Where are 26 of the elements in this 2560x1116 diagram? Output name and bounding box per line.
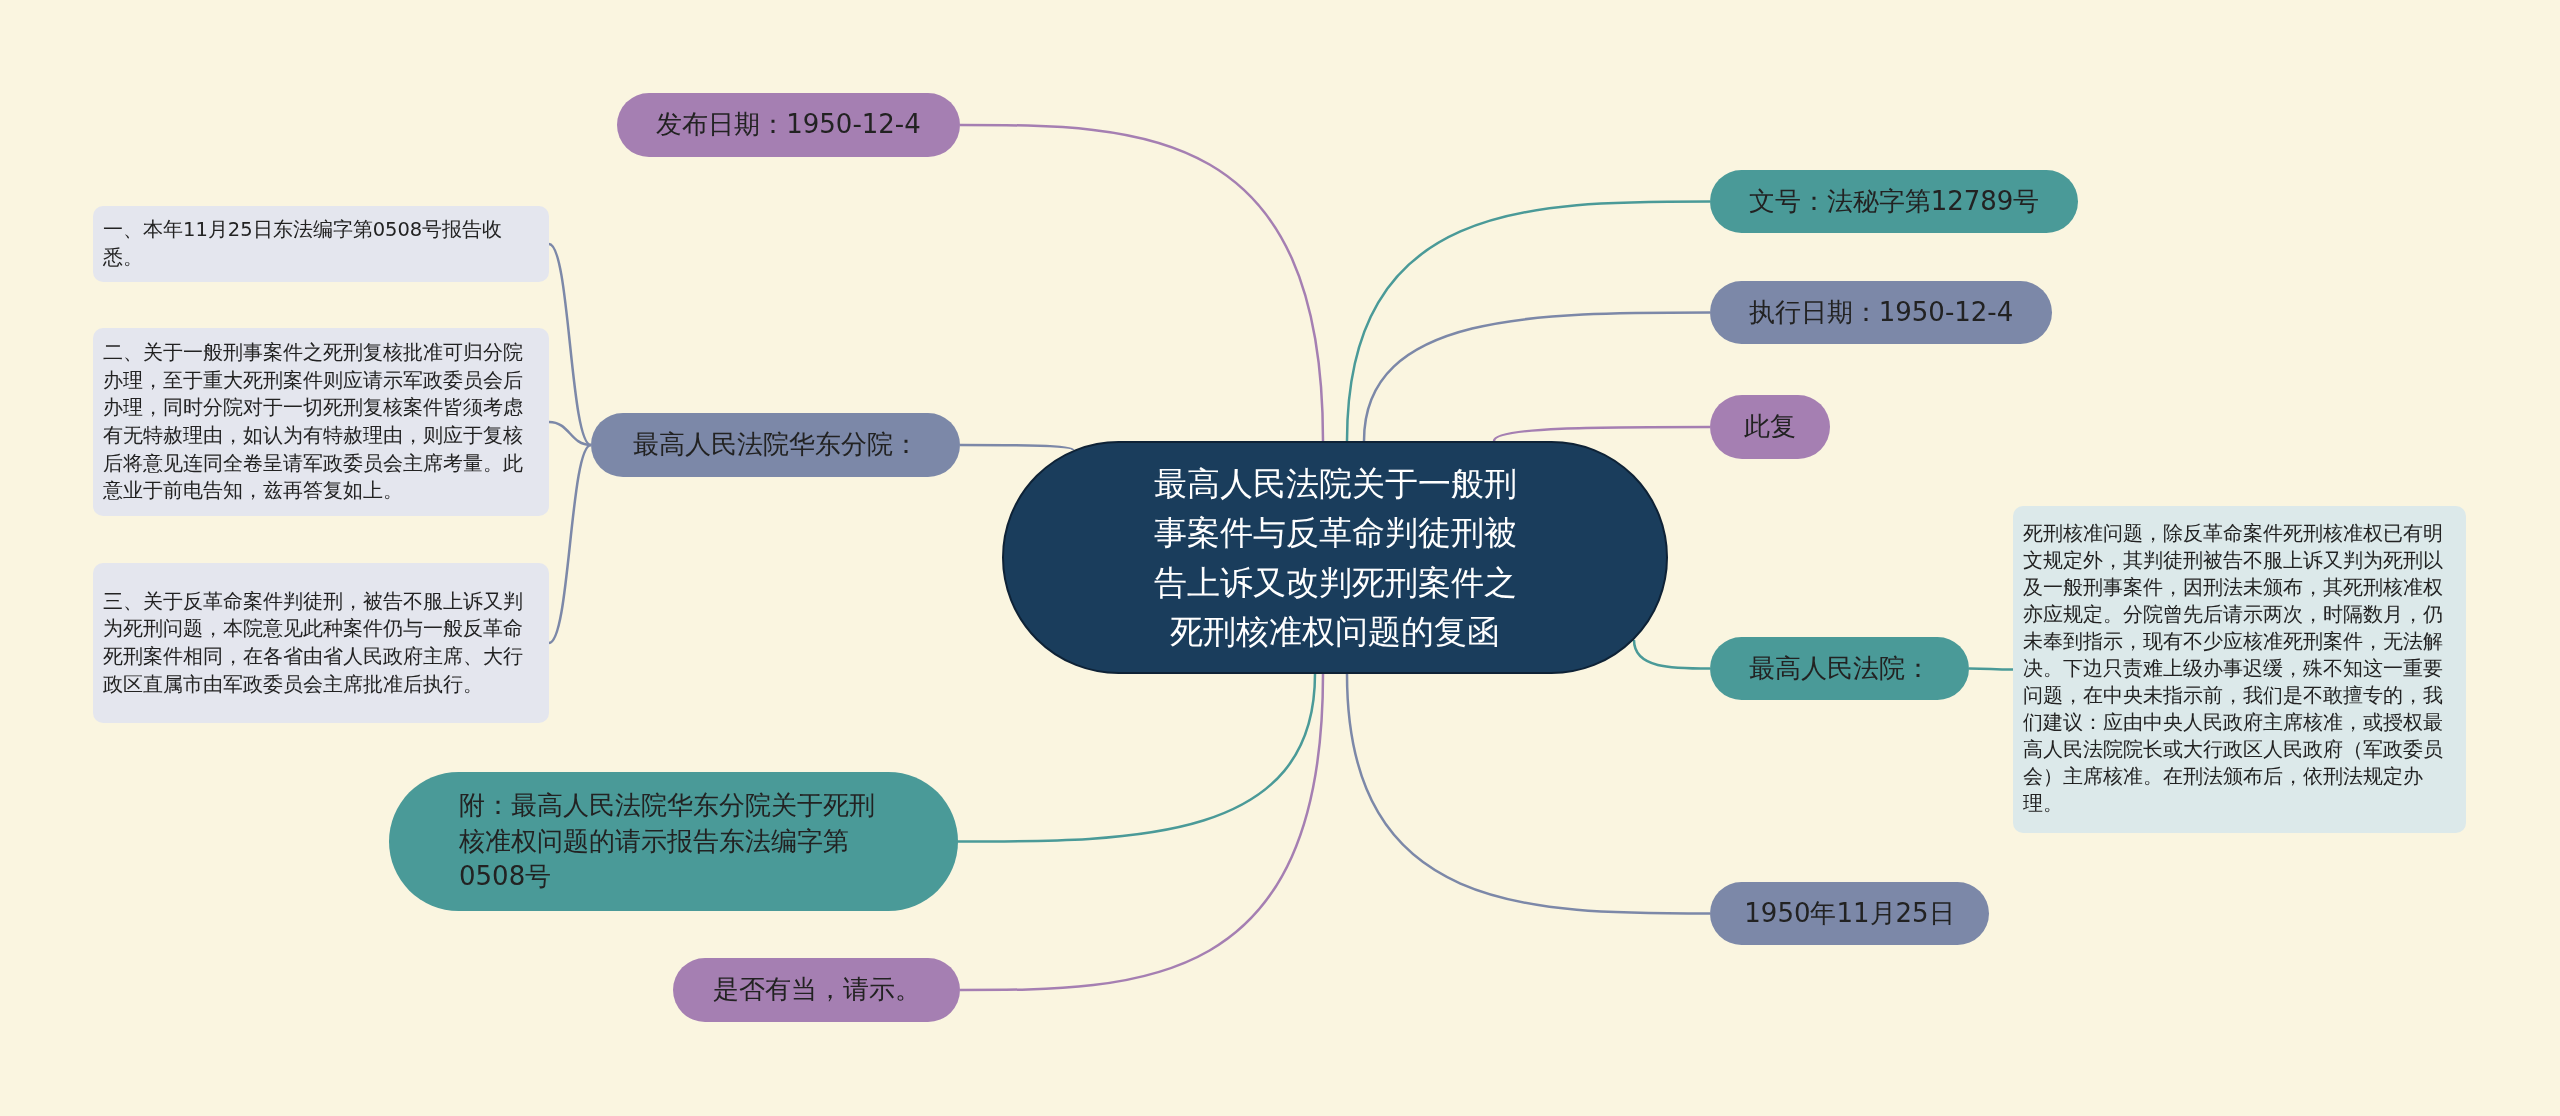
connector (1362, 311, 1710, 442)
connector (960, 443, 1074, 452)
topic-pill: 此复 (1710, 395, 1830, 459)
topic-pill: 最高人民法院华东分院： (591, 413, 960, 477)
connector (1345, 200, 1710, 442)
connector (1632, 639, 1710, 670)
connector (960, 123, 1325, 442)
topic-pill: 执行日期：1950-12-4 (1710, 281, 2052, 344)
connector (548, 420, 592, 447)
topic-pill: 1950年11月25日 (1710, 882, 1989, 945)
topic-pill: 最高人民法院： (1710, 637, 1969, 700)
topic-pill: 附：最高人民法院华东分院关于死刑核准权问题的请示报告东法编字第0508号 (389, 772, 958, 911)
text-box: 二、关于一般刑事案件之死刑复核批准可归分院办理，至于重大死刑案件则应请示军政委员会后办理，同时分院对于一切死刑复核案件皆须考虑有无特赦理由，如认为有特赦理由，则应于复核后将意见连同全卷呈请军政委员会主席考量。此意业于前电告知，兹再答复如上。 (93, 328, 549, 516)
connector (960, 673, 1325, 992)
text-box: 三、关于反革命案件判徒刑，被告不服上诉又判为死刑问题，本院意见此种案件仍与一般反革命死刑案件相同，在各省由省人民政府主席、大行政区直属市由军政委员会主席批准后执行。 (93, 563, 549, 723)
topic-pill: 文号：法秘字第12789号 (1710, 170, 2078, 233)
connector (548, 243, 592, 446)
connector (548, 444, 592, 644)
text-box: 一、本年11月25日东法编字第0508号报告收悉。 (93, 206, 549, 282)
connector (1492, 425, 1710, 442)
text-box: 死刑核准问题，除反革命案件死刑核准权已有明文规定外，其判徒刑被告不服上诉又判为死刑以及一般刑事案件，因刑法未颁布，其死刑核准权亦应规定。分院曾先后请示两次，时隔数月，仍未奉到指示，现有不少应核准死刑案件，无法解决。下边只责难上级办事迟缓，殊不知这一重要问题，在中央未指示前，我们是不敢擅专的，我们建议：应由中央人民政府主席核准，或授权最高人民法院院长或大行政区人民政府（军政委员会）主席核准。在刑法颁布后，依刑法规定办理。 (2013, 506, 2466, 833)
connector (958, 673, 1317, 843)
topic-pill: 发布日期：1950-12-4 (617, 93, 960, 157)
connector (1345, 673, 1710, 915)
connector (1969, 667, 2013, 671)
topic-pill: 是否有当，请示。 (673, 958, 960, 1022)
